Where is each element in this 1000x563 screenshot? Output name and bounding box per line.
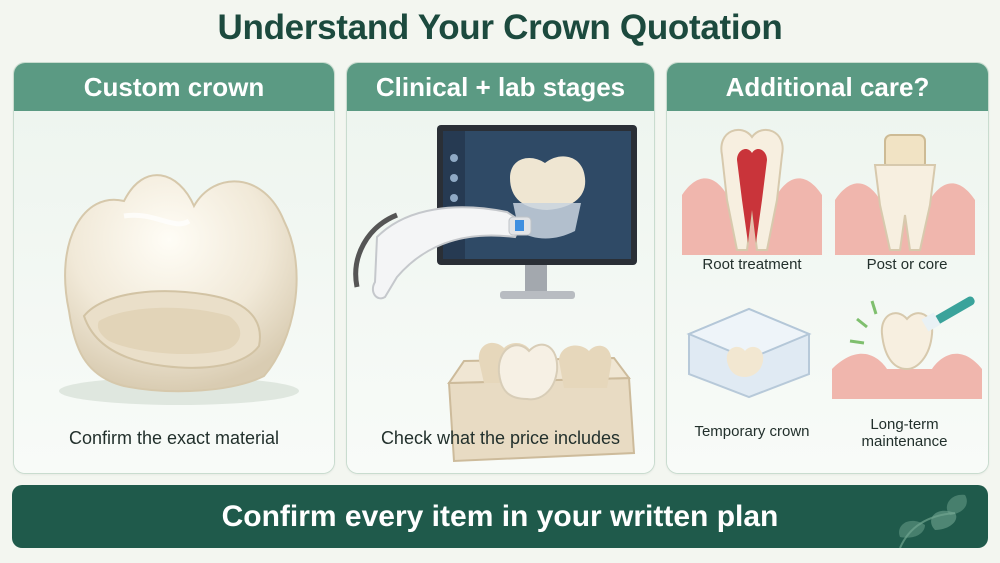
- panel-heading: Custom crown: [14, 63, 334, 111]
- care-item-label: Root treatment: [702, 256, 802, 273]
- care-item-label: Post or core: [866, 256, 948, 273]
- intraoral-scanner-icon: [353, 206, 532, 300]
- panel-custom-crown: Custom crown Confirm the exact material: [13, 62, 335, 474]
- bottom-banner: Confirm every item in your written plan: [12, 485, 988, 548]
- panel-clinical-lab: Clinical + lab stages: [346, 62, 655, 474]
- post-core-icon: [835, 134, 975, 255]
- panel-heading: Clinical + lab stages: [347, 63, 654, 111]
- panel-additional-care: Additional care? Root treatment Post or …: [666, 62, 989, 474]
- care-item-label: Long-term maintenance: [861, 416, 948, 450]
- root-treatment-icon: [682, 128, 822, 255]
- leaf-icon: [899, 494, 967, 548]
- panel-caption: Confirm the exact material: [68, 428, 280, 448]
- banner-text: Confirm every item in your written plan: [221, 499, 779, 533]
- monitor-icon: [437, 125, 637, 299]
- dental-model-icon: [447, 342, 636, 463]
- toothbrush-icon: [832, 296, 982, 399]
- crown-illustration: [59, 174, 299, 405]
- page-title: Understand Your Crown Quotation: [217, 8, 783, 47]
- panel-caption: Check what the price includes: [380, 428, 621, 448]
- temporary-crown-case-icon: [686, 307, 812, 399]
- panel-heading: Additional care?: [667, 63, 988, 111]
- care-item-label: Temporary crown: [694, 423, 810, 440]
